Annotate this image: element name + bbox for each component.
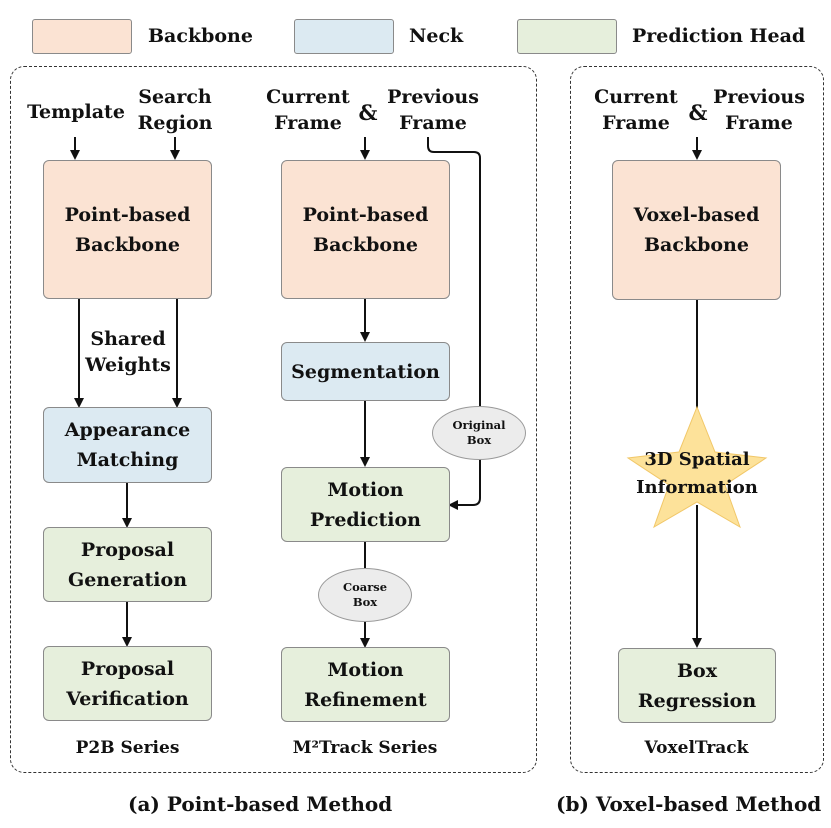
voxel-previous-frame-label: Previous Frame (713, 86, 805, 134)
voxel-based-backbone: Voxel-based Backbone (612, 160, 781, 300)
spatial-star-shape (626, 405, 768, 529)
voxel-current-frame-label: Current Frame (594, 86, 678, 134)
shared-weights-label: Shared Weights (85, 328, 171, 376)
original-box-ellipse: Original Box (432, 406, 526, 460)
legend-backbone-swatch (32, 19, 132, 54)
legend-head-swatch (517, 19, 617, 54)
caption-point-based: (a) Point-based Method (128, 792, 393, 816)
legend-backbone-label: Backbone (148, 25, 253, 47)
m2track-ampersand: & (358, 100, 378, 125)
m2track-current-frame-label: Current Frame (266, 86, 350, 134)
motion-refinement-box: Motion Refinement (281, 647, 450, 722)
segmentation-box: Segmentation (281, 342, 450, 401)
box-regression-box: Box Regression (618, 648, 776, 723)
voxeltrack-series-label: VoxelTrack (644, 738, 749, 758)
point-based-panel (10, 66, 537, 773)
proposal-generation-box: Proposal Generation (43, 527, 212, 602)
m2track-previous-frame-label: Previous Frame (387, 86, 479, 134)
legend-neck-label: Neck (409, 25, 464, 47)
caption-voxel-based: (b) Voxel-based Method (556, 792, 822, 816)
m2track-point-based-backbone: Point-based Backbone (281, 160, 450, 299)
legend-neck-swatch (294, 19, 394, 54)
legend-head-label: Prediction Head (632, 25, 806, 47)
voxel-based-panel (570, 66, 824, 773)
coarse-box-ellipse: Coarse Box (318, 568, 412, 622)
p2b-series-label: P2B Series (75, 738, 180, 758)
motion-prediction-box: Motion Prediction (281, 467, 450, 542)
voxel-ampersand: & (688, 100, 708, 125)
proposal-verification-box: Proposal Verification (43, 646, 212, 721)
template-input-label: Template (27, 101, 125, 123)
p2b-point-based-backbone: Point-based Backbone (43, 160, 212, 299)
search-region-input-label: Search Region (137, 86, 213, 134)
spatial-information-label: 3D Spatial Information (636, 449, 758, 498)
m2track-series-label: M²Track Series (292, 738, 438, 758)
arrow-previous-frame-to-motion-prediction (427, 137, 481, 510)
appearance-matching-box: Appearance Matching (43, 407, 212, 483)
